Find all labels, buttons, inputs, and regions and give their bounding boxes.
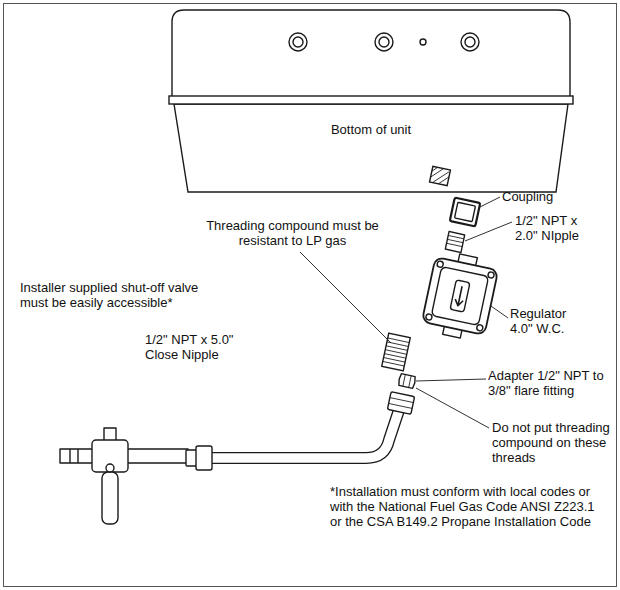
shut-off-valve	[92, 440, 128, 472]
shut-off-valve	[106, 464, 114, 472]
coupling-fitting	[455, 202, 476, 221]
leader-lines	[491, 306, 508, 318]
shut-off-valve	[70, 449, 78, 463]
coupling-fitting	[450, 198, 480, 227]
unit-outline	[168, 8, 574, 200]
short-nipple	[445, 232, 464, 253]
unit-box: Bottom of unit	[168, 8, 574, 200]
callout-label: Coupling	[502, 189, 592, 204]
shut-off-valve	[60, 428, 212, 524]
indicator-light	[420, 39, 426, 45]
regulator-body	[450, 280, 470, 312]
flare-adapter	[398, 373, 416, 388]
fitting-hatch	[430, 166, 451, 185]
unit-front-panel	[172, 10, 570, 98]
control-knob	[293, 37, 303, 47]
flare-nut	[387, 392, 414, 415]
callout-label: *Installation must conform with local co…	[330, 484, 602, 529]
regulator-body	[422, 257, 498, 335]
shut-off-valve	[196, 446, 212, 470]
regulator-body	[454, 285, 466, 306]
frame-border	[4, 4, 617, 587]
close-nipple	[382, 333, 411, 371]
shut-off-valve	[102, 472, 118, 524]
control-knob	[465, 37, 475, 47]
leader-lines	[416, 379, 486, 381]
flare-tube	[210, 410, 399, 458]
leader-lines	[300, 252, 391, 343]
callout-label: Threading compound must be resistant to …	[190, 218, 395, 248]
regulator-body	[437, 261, 444, 268]
leader-lines	[416, 388, 489, 428]
close-nipple	[382, 333, 411, 371]
control-knob	[379, 37, 389, 47]
regulator-body	[420, 249, 500, 343]
flare-adapter	[398, 373, 416, 388]
flare-tube	[210, 410, 399, 458]
callout-label: Installer supplied shut-off valve must b…	[20, 280, 200, 310]
flare-nut	[389, 398, 414, 409]
unit-lip	[169, 96, 573, 104]
control-knob	[289, 33, 307, 51]
gas-inlet-fitting	[430, 166, 451, 185]
callout-label: Do not put threading compound on these t…	[492, 420, 612, 465]
shut-off-valve	[104, 428, 116, 441]
coupling-fitting	[450, 198, 480, 227]
node-text: Bottom of unit	[168, 122, 574, 137]
regulator-body	[431, 267, 488, 326]
callout-label: Regulator 4.0" W.C.	[510, 306, 590, 336]
unit-bottom-panel	[174, 104, 568, 192]
leader-lines	[480, 197, 500, 207]
callout-label: 1/2" NPT x 2.0" NIpple	[515, 213, 583, 243]
callout-label: 1/2" NPT x 5.0" Close Nipple	[145, 332, 250, 362]
gas-inlet-fitting	[430, 166, 451, 185]
short-nipple	[447, 235, 464, 246]
flare-tube	[210, 410, 399, 458]
regulator-body	[487, 271, 494, 278]
short-nipple	[445, 232, 464, 253]
regulator-body	[425, 313, 432, 320]
callout-label: Adapter 1/2" NPT to 3/8" flare fitting	[488, 368, 620, 398]
close-nipple	[383, 338, 410, 366]
control-knob	[461, 33, 479, 51]
regulator-body	[476, 324, 483, 331]
flare-adapter	[403, 375, 411, 388]
unit-housing	[169, 10, 573, 192]
leader-lines	[465, 222, 512, 241]
control-knob	[375, 33, 393, 51]
flare-nut	[387, 392, 414, 415]
installation-illustration	[60, 198, 500, 524]
